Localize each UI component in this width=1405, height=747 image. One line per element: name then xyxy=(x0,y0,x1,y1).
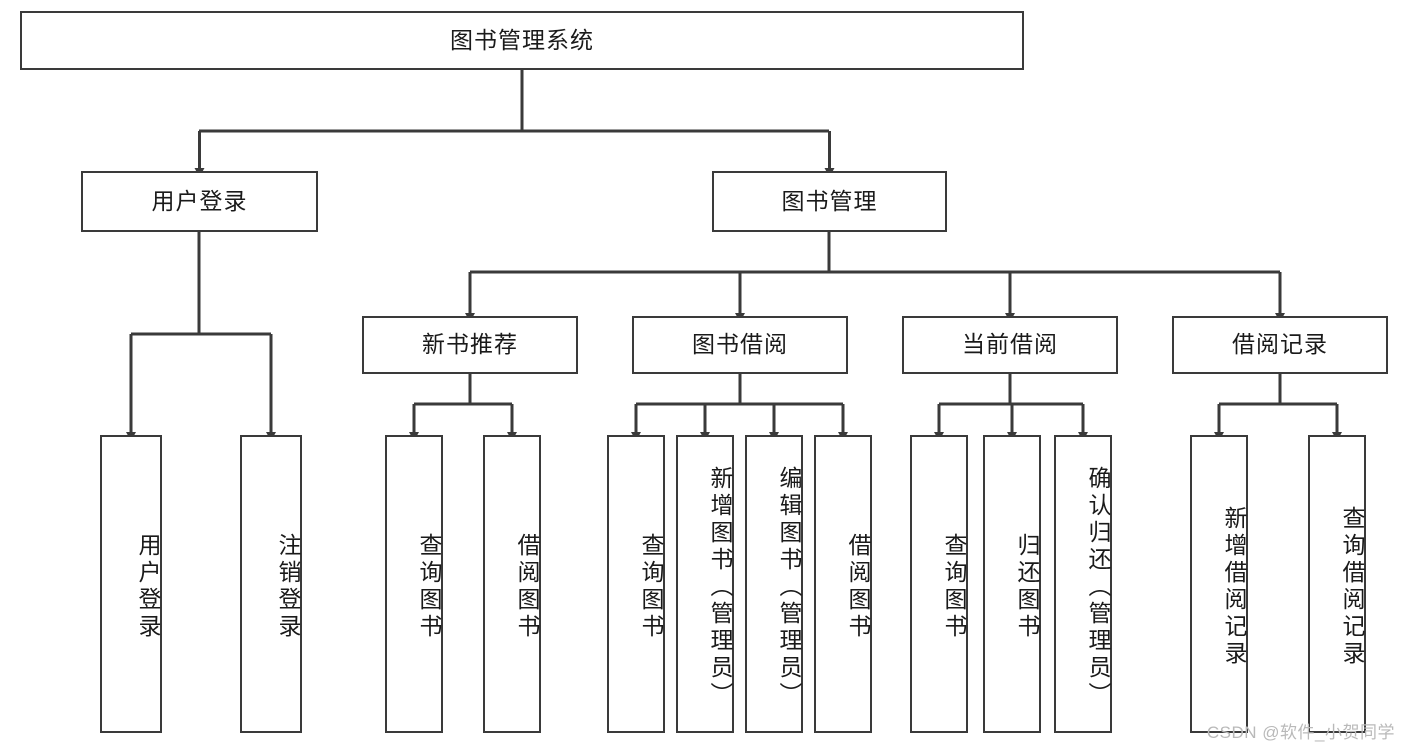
node-root[interactable]: 图书管理系统 xyxy=(20,11,1024,70)
node-current-query[interactable]: 查询图书 xyxy=(910,435,968,733)
node-label-current-return: 归还图书 xyxy=(1014,533,1040,641)
node-label-login: 用户登录 xyxy=(151,187,248,214)
node-label-borrow: 图书借阅 xyxy=(692,331,788,358)
node-label-root: 图书管理系统 xyxy=(450,26,594,53)
node-newbook-borrow[interactable]: 借阅图书 xyxy=(483,435,541,733)
node-borrow-lend[interactable]: 借阅图书 xyxy=(814,435,872,733)
watermark-text: CSDN @软件_小贺同学 xyxy=(1206,723,1395,742)
node-label-newbook-query: 查询图书 xyxy=(416,533,442,641)
node-records[interactable]: 借阅记录 xyxy=(1172,316,1388,374)
node-login-user[interactable]: 用户登录 xyxy=(100,435,162,733)
node-label-borrow-query: 查询图书 xyxy=(638,533,664,641)
node-current[interactable]: 当前借阅 xyxy=(902,316,1118,374)
node-newbook[interactable]: 新书推荐 xyxy=(362,316,578,374)
node-borrow[interactable]: 图书借阅 xyxy=(632,316,848,374)
node-label-current-confirm: 确认归还（管理员） xyxy=(1085,465,1111,709)
node-label-current-query: 查询图书 xyxy=(941,533,967,641)
node-borrow-query[interactable]: 查询图书 xyxy=(607,435,665,733)
edges-group xyxy=(126,70,1342,441)
node-label-login-logout: 注销登录 xyxy=(275,533,301,641)
node-current-return[interactable]: 归还图书 xyxy=(983,435,1041,733)
node-current-confirm[interactable]: 确认归还（管理员） xyxy=(1054,435,1112,733)
node-label-records-query: 查询借阅记录 xyxy=(1339,506,1365,668)
node-label-records: 借阅记录 xyxy=(1232,331,1328,358)
node-label-login-user: 用户登录 xyxy=(135,533,161,641)
node-label-bookmgmt: 图书管理 xyxy=(781,187,878,214)
node-records-query[interactable]: 查询借阅记录 xyxy=(1308,435,1366,733)
node-newbook-query[interactable]: 查询图书 xyxy=(385,435,443,733)
node-borrow-add[interactable]: 新增图书（管理员） xyxy=(676,435,734,733)
node-label-newbook-borrow: 借阅图书 xyxy=(514,533,540,641)
node-label-current: 当前借阅 xyxy=(962,331,1058,358)
node-label-borrow-add: 新增图书（管理员） xyxy=(707,465,733,709)
node-label-records-add: 新增借阅记录 xyxy=(1221,506,1247,668)
node-bookmgmt[interactable]: 图书管理 xyxy=(712,171,947,232)
node-login[interactable]: 用户登录 xyxy=(81,171,318,232)
node-label-borrow-edit: 编辑图书（管理员） xyxy=(776,465,802,709)
node-label-newbook: 新书推荐 xyxy=(422,331,518,358)
node-label-borrow-lend: 借阅图书 xyxy=(845,533,871,641)
node-records-add[interactable]: 新增借阅记录 xyxy=(1190,435,1248,733)
node-borrow-edit[interactable]: 编辑图书（管理员） xyxy=(745,435,803,733)
node-login-logout[interactable]: 注销登录 xyxy=(240,435,302,733)
